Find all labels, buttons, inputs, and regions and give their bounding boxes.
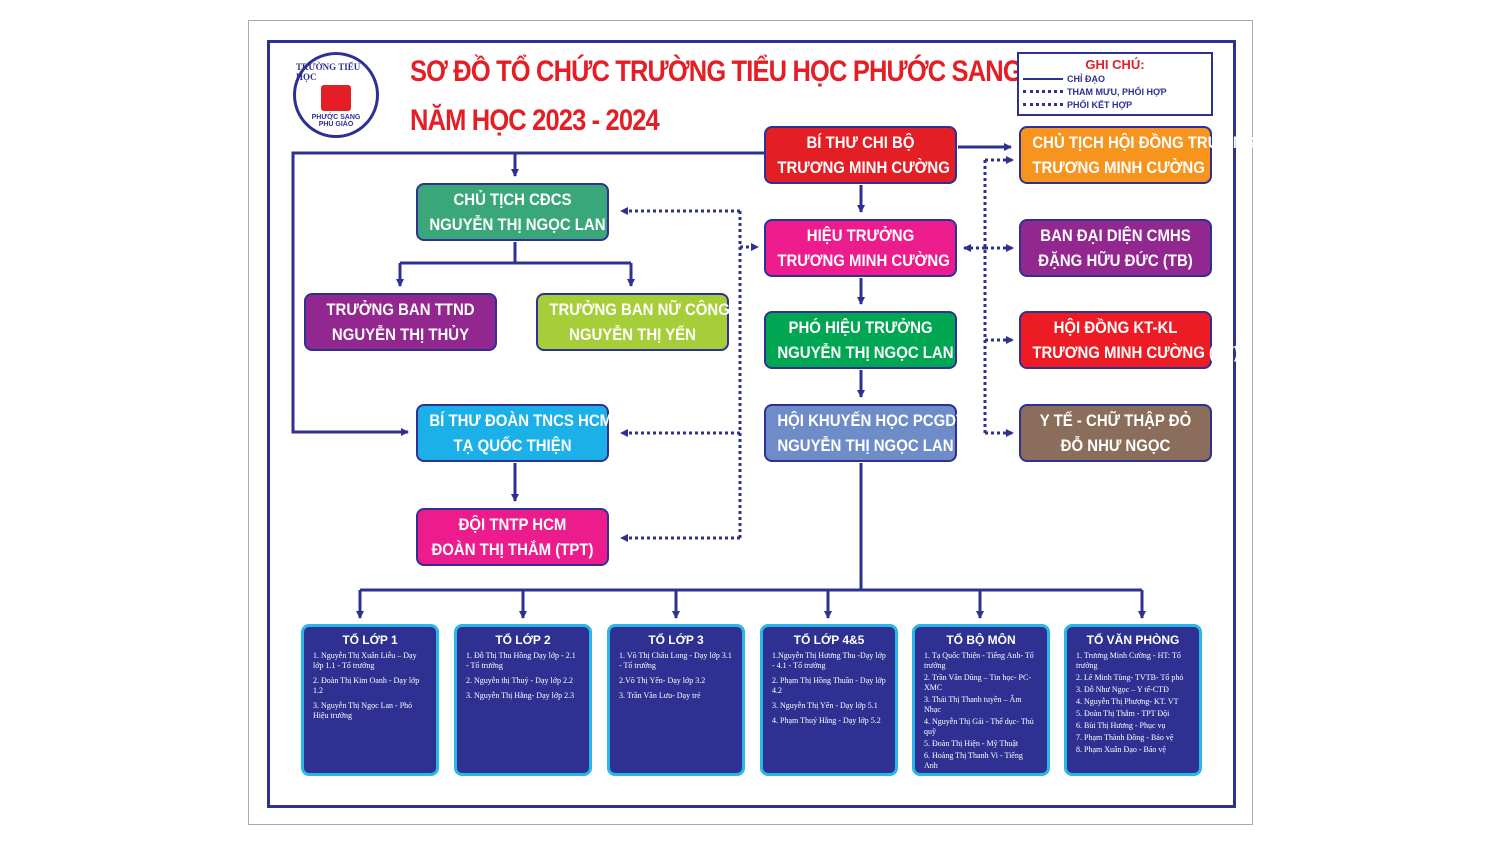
team-member: 5. Đoàn Thị Hiện - Mỹ Thuật — [924, 739, 1019, 748]
legend-dotted-arrow: THAM MƯU, PHỐI HỢP — [1023, 85, 1211, 98]
team-box: TỔ LỚP 1 1. Nguyễn Thị Xuân Liễu – Dạy lớ… — [301, 624, 439, 776]
line-bithu-doan — [291, 151, 764, 436]
logo-emblem — [321, 85, 351, 111]
team-member: 3. Đỗ Như Ngọc – Y tế-CTĐ — [1076, 685, 1169, 694]
team-member: 2. Đoàn Thị Kim Oanh - Dạy lớp 1.2 — [313, 676, 420, 695]
line-kh-down — [360, 463, 1142, 592]
team-member: 6. Bùi Thị Hương - Phục vụ — [1076, 721, 1166, 730]
team-box: TỔ VĂN PHÒNG 1. Trương Minh Cường - HT: T… — [1064, 624, 1202, 776]
team-member: 2. Lê Minh Tùng- TVTB- Tổ phó — [1076, 673, 1184, 682]
team-title: TỔ LỚP 1 — [342, 633, 398, 647]
team-member: 5. Đoàn Thị Thắm - TPT Đội — [1076, 709, 1170, 718]
chart-frame — [267, 40, 1236, 808]
team-title: TỔ BỘ MÔN — [946, 633, 1016, 647]
team-title: TỔ LỚP 3 — [648, 633, 704, 647]
legend-solid: CHỈ ĐẠO — [1023, 72, 1211, 85]
team-member: 2. Phạm Thị Hồng Thuần - Dạy lớp 4.2 — [772, 676, 886, 695]
team-member: 3. Nguyễn Thị Ngọc Lan - Phó Hiệu trưởng — [313, 701, 413, 720]
team-title: TỔ LỚP 2 — [495, 633, 551, 647]
team-member: 4. Nguyễn Thị Gái - Thể dục- Thủ quỹ — [924, 717, 1034, 736]
team-member: 3. Nguyễn Thị Yến - Dạy lớp 5.1 — [772, 701, 878, 710]
team-member: 1. Võ Thị Châu Long - Dạy lớp 3.1 - Tổ t… — [619, 651, 732, 670]
legend: GHI CHÚ: CHỈ ĐẠO THAM MƯU, PHỐI HỢP PHỐI… — [1017, 52, 1213, 116]
line-cdcs-split — [400, 242, 631, 265]
legend-dotted: PHỐI KẾT HỢP — [1023, 98, 1211, 111]
team-box: TỔ LỚP 3 1. Võ Thị Châu Long - Dạy lớp 3.… — [607, 624, 745, 776]
team-member: 3. Nguyễn Thị Hằng- Dạy lớp 2.3 — [466, 691, 575, 700]
team-member: 1. Đỗ Thị Thu Hồng Dạy lớp - 2.1 - Tổ tr… — [466, 651, 576, 670]
team-member: 3. Trần Văn Lưu- Dạy trẻ — [619, 691, 701, 700]
team-member: 7. Phạm Thành Đông - Bảo vệ — [1076, 733, 1174, 742]
team-member: 2. Nguyễn thị Thuý - Dạy lớp 2.2 — [466, 676, 573, 685]
team-box: TỔ BỘ MÔN 1. Tạ Quốc Thiện - Tiếng Anh- T… — [912, 624, 1050, 776]
team-member: 3. Thái Thị Thanh tuyền – Âm Nhạc — [924, 695, 1022, 714]
team-member: 4. Nguyễn Thị Phượng- KT. VT — [1076, 697, 1179, 706]
team-member: 2.Võ Thị Yến- Dạy lớp 3.2 — [619, 676, 706, 685]
team-member: 1. Trương Minh Cường - HT: Tổ trưởng — [1076, 651, 1181, 670]
team-member: 1. Tạ Quốc Thiện - Tiếng Anh- Tổ trưởng — [924, 651, 1034, 670]
team-member: 1.Nguyễn Thị Hương Thu -Dạy lớp - 4.1 - … — [772, 651, 886, 670]
title-line2: NĂM HỌC 2023 - 2024 — [410, 104, 660, 137]
team-member: 2. Trần Văn Dũng – Tin học- PC-XMC — [924, 673, 1031, 692]
school-logo: TRƯỜNG TIỂU HỌC PHƯỚC SANG PHÚ GIÁO — [293, 52, 379, 138]
team-title: TỔ LỚP 4&5 — [793, 633, 865, 647]
title-line1: SƠ ĐỒ TỔ CHỨC TRƯỜNG TIỂU HỌC PHƯỚC SANG — [410, 55, 1023, 88]
team-member: 8. Phạm Xuân Đạo - Bảo vệ — [1076, 745, 1166, 754]
team-member: 6. Hoàng Thị Thanh Vi - Tiếng Anh — [924, 751, 1023, 770]
team-box: TỔ LỚP 2 1. Đỗ Thị Thu Hồng Dạy lớp - 2.1… — [454, 624, 592, 776]
team-member: 1. Nguyễn Thị Xuân Liễu – Dạy lớp 1.1 - … — [313, 651, 417, 670]
team-member: 4. Phạm Thuý Hằng - Dạy lớp 5.2 — [772, 716, 881, 725]
team-box: TỔ LỚP 4&5 1.Nguyễn Thị Hương Thu -Dạy lớ… — [760, 624, 898, 776]
team-title: TỔ VĂN PHÒNG — [1086, 633, 1180, 647]
